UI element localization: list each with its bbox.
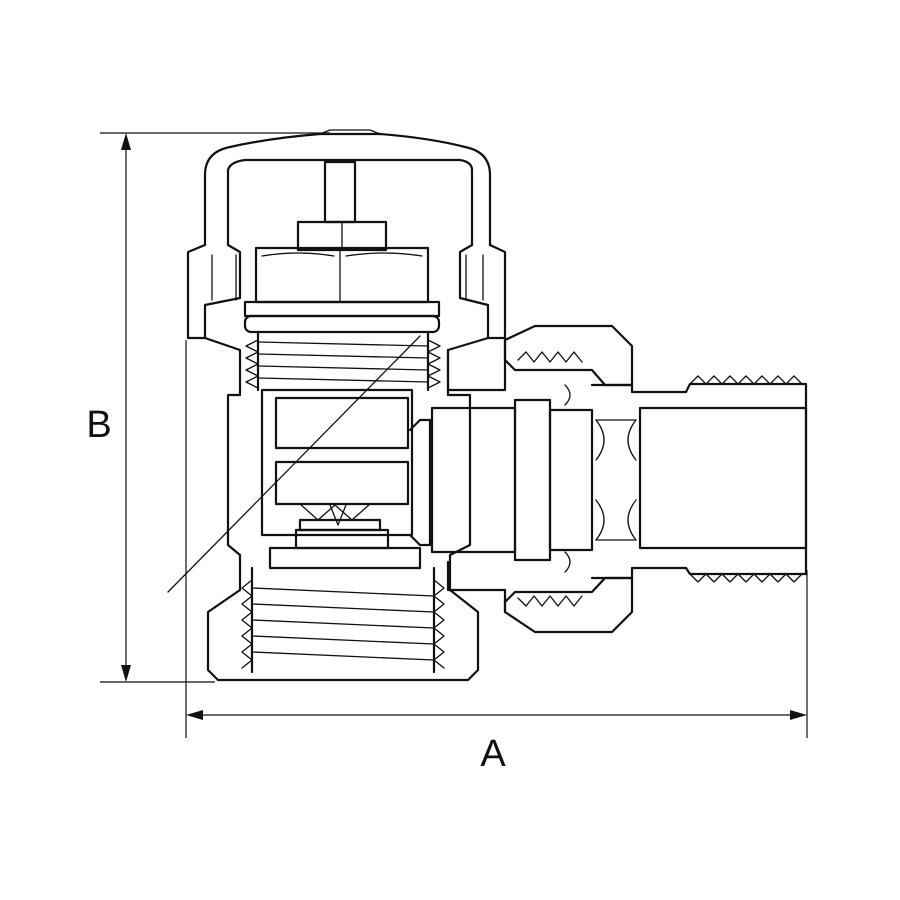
dimension-a: A (185, 340, 808, 775)
hex-nut (243, 220, 441, 334)
lower-thread (241, 566, 445, 674)
union-nut (446, 324, 634, 634)
section-leader-line (167, 335, 421, 593)
dimension-label-b: B (86, 404, 111, 446)
upper-thread (245, 330, 441, 392)
valve-insert (260, 388, 422, 570)
valve-cap (186, 129, 507, 340)
valve-body (203, 336, 507, 682)
side-port (408, 398, 594, 562)
dimension-b: B (86, 132, 330, 683)
tailpiece (590, 375, 808, 583)
dimension-label-a: A (480, 733, 506, 775)
